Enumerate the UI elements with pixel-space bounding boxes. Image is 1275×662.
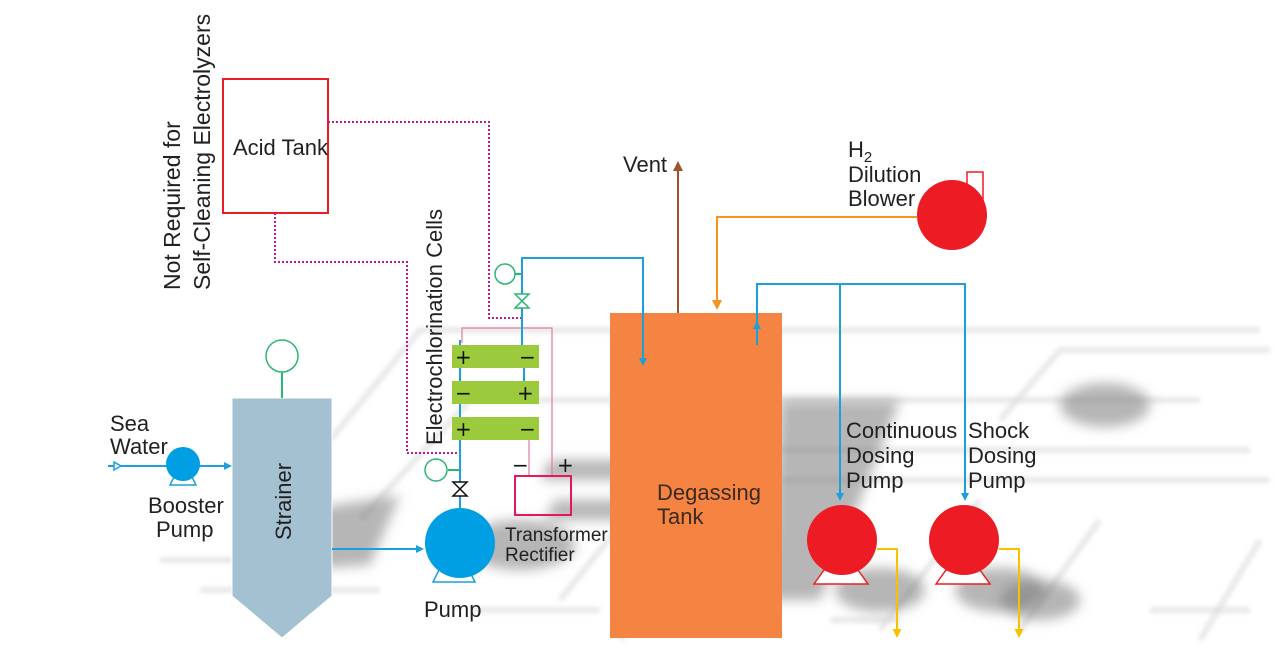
dilution-air-line [712,216,917,310]
strainer-label: Strainer [271,463,296,540]
acid-tank [222,78,329,214]
cell-3-left-polarity: + [455,417,472,441]
valve-icon [513,293,531,309]
main-pump [425,508,495,583]
shock-dosing-outlet [999,548,1024,638]
electrochlorination-cells: + − − + + − [452,345,539,441]
rectifier-negative-label: − [512,453,529,477]
h2-label: H2 [848,137,872,166]
cell-2-left-polarity: − [455,381,472,405]
pressure-gauge-icon [424,458,448,482]
continuous-pump-label-2: Dosing [846,443,914,468]
degassing-tank-label-2: Tank [657,504,704,529]
note-line-2: Self-Cleaning Electrolyzers [189,14,215,290]
transformer-label-2: Rectifier [505,545,575,566]
note-line-1: Not Required for [159,121,185,290]
sea-water-label-1: Sea [110,411,150,436]
cell-1 [452,345,539,368]
cell-2-right-polarity: + [517,381,534,405]
h2-label-h: H [848,137,864,162]
continuous-pump-label-3: Pump [846,468,903,493]
cell-1-left-polarity: + [455,345,472,369]
transformer-label-1: Transformer [505,525,608,546]
booster-pump-label-1: Booster [148,493,224,518]
electrochlorination-cells-label: Electrochlorination Cells [422,209,447,445]
acid-line-top [328,121,522,319]
shock-pump-label-1: Shock [968,418,1030,443]
note-not-required: Not Required for Self-Cleaning Electroly… [159,14,215,290]
rectifier-positive-label: + [557,453,574,477]
cell-3-right-polarity: − [519,417,536,441]
transformer-rectifier [514,475,572,516]
shock-pump-label-2: Dosing [968,443,1036,468]
strainer: Strainer [231,339,333,639]
continuous-dosing-outlet [877,548,902,638]
booster-pump [166,447,200,486]
acid-tank-label: Acid Tank [233,135,329,160]
booster-pump-label-2: Pump [156,517,213,542]
h2-label-subscript: 2 [864,149,872,166]
sea-water-label-2: Water [110,434,168,459]
pressure-gauge-icon [494,263,516,285]
h2-label-blower: Blower [848,186,915,211]
h2-label-dilution: Dilution [848,162,921,187]
pressure-gauge-icon [265,339,299,373]
degassing-tank [610,313,782,638]
pump-label: Pump [424,597,481,622]
degassing-tank-label-1: Degassing [657,480,761,505]
valve-icon [451,481,469,497]
acid-line-bottom [274,213,460,454]
shock-dosing-pump [929,505,999,585]
vent-label: Vent [623,152,667,177]
continuous-pump-label-1: Continuous [846,418,957,443]
shock-pump-label-3: Pump [968,468,1025,493]
inlet-arrow-icon [113,460,123,472]
rectifier-positive-wire [461,327,553,475]
cell-2 [452,381,539,404]
tank-to-shock-pump-line [756,283,969,501]
continuous-dosing-pump [807,505,877,585]
cell-1-right-polarity: − [519,345,536,369]
h2-dilution-blower [917,171,987,250]
cell-3 [452,417,539,440]
